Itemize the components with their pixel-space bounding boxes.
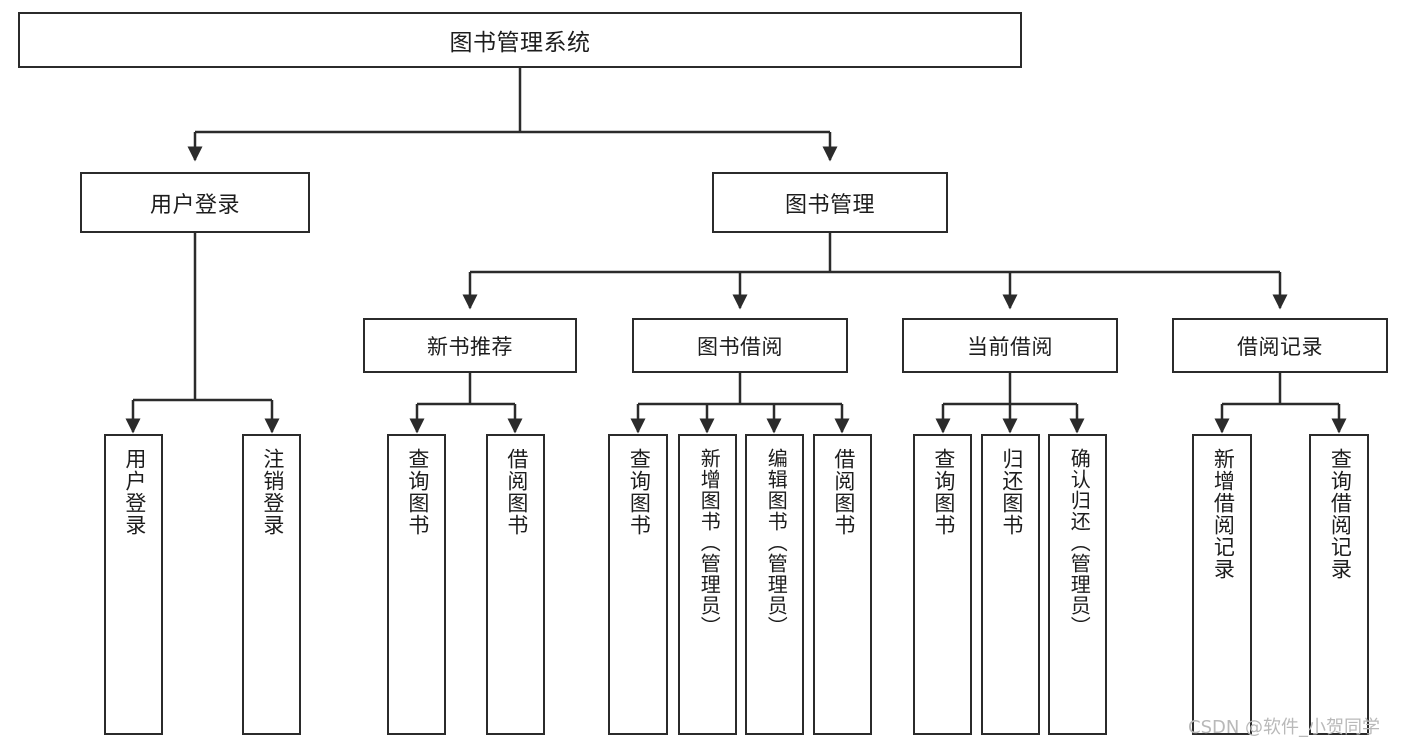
leaf-return-book[interactable]: 归还图书 xyxy=(981,434,1040,735)
leaf-query-book-borrow[interactable]: 查询图书 xyxy=(608,434,668,735)
node-label: 当前借阅 xyxy=(967,335,1053,359)
leaf-query-book-current[interactable]: 查询图书 xyxy=(913,434,972,735)
node-label: 借阅图书 xyxy=(504,448,528,536)
node-book-management[interactable]: 图书管理 xyxy=(712,172,948,233)
node-label: 归还图书 xyxy=(999,448,1023,536)
leaf-edit-book-admin[interactable]: 编辑图书（管理员） xyxy=(745,434,804,735)
leaf-confirm-return-admin[interactable]: 确认归还（管理员） xyxy=(1048,434,1107,735)
node-label: 新书推荐 xyxy=(427,335,513,359)
node-label: 图书管理 xyxy=(784,191,875,217)
node-label: 新增图书（管理员） xyxy=(697,448,720,637)
node-label: 图书借阅 xyxy=(697,335,783,359)
node-borrow-record[interactable]: 借阅记录 xyxy=(1172,318,1388,373)
leaf-borrow-book-new[interactable]: 借阅图书 xyxy=(486,434,545,735)
node-label: 借阅记录 xyxy=(1237,335,1323,359)
node-book-borrow[interactable]: 图书借阅 xyxy=(632,318,848,373)
leaf-query-borrow-record[interactable]: 查询借阅记录 xyxy=(1309,434,1369,735)
node-label: 查询借阅记录 xyxy=(1328,448,1352,580)
node-label: 用户登录 xyxy=(149,191,240,217)
node-new-book-recommend[interactable]: 新书推荐 xyxy=(363,318,577,373)
node-current-borrow[interactable]: 当前借阅 xyxy=(902,318,1118,373)
node-label: 图书管理系统 xyxy=(449,29,591,55)
leaf-add-book-admin[interactable]: 新增图书（管理员） xyxy=(678,434,737,735)
node-label: 新增借阅记录 xyxy=(1211,448,1235,580)
leaf-add-borrow-record[interactable]: 新增借阅记录 xyxy=(1192,434,1252,735)
node-label: 查询图书 xyxy=(627,448,651,536)
leaf-borrow-book[interactable]: 借阅图书 xyxy=(813,434,872,735)
node-label: 确认归还（管理员） xyxy=(1067,448,1090,637)
node-label: 借阅图书 xyxy=(831,448,855,536)
node-label: 注销登录 xyxy=(260,448,284,536)
node-label: 查询图书 xyxy=(405,448,429,536)
leaf-query-book-new[interactable]: 查询图书 xyxy=(387,434,446,735)
node-user-login[interactable]: 用户登录 xyxy=(80,172,310,233)
leaf-user-login[interactable]: 用户登录 xyxy=(104,434,163,735)
node-root-system[interactable]: 图书管理系统 xyxy=(18,12,1022,68)
node-label: 编辑图书（管理员） xyxy=(764,448,787,637)
node-label: 用户登录 xyxy=(122,448,146,536)
node-label: 查询图书 xyxy=(931,448,955,536)
leaf-user-logout[interactable]: 注销登录 xyxy=(242,434,301,735)
